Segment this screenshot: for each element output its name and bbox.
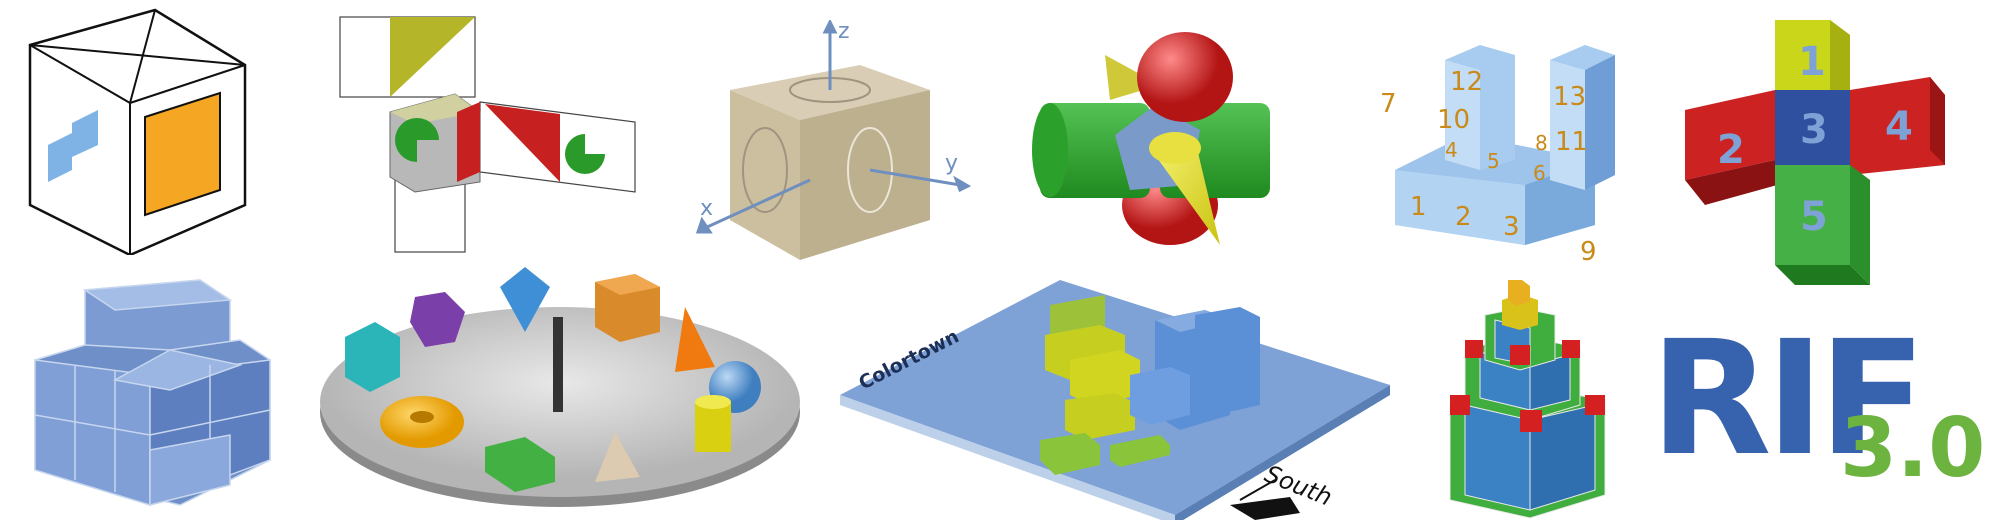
block-number: 3 [1503,212,1520,242]
red-triangle-shape [485,104,560,182]
beige-pyramid-shape [595,432,640,482]
cyan-polyhedron-shape [345,322,400,392]
center-rod-shape [553,317,563,412]
blue-octahedron-shape [500,267,550,332]
purple-polyhedron-shape [410,292,465,347]
blue-cube-stack-figure [34,279,271,507]
block-number: 1 [1410,192,1427,222]
block-number: 7 [1380,89,1397,119]
cross-number: 4 [1885,104,1913,150]
block-number: 2 [1455,202,1472,232]
olive-triangle-shape [390,17,475,97]
block-number-labels: 12 13 7 10 8 11 4 5 6 1 2 3 9 [1380,67,1597,267]
turntable-solids-figure [320,267,800,507]
green-pie-shape [395,118,439,162]
red-sphere-shape [1137,32,1233,122]
rif-logo: RIF 3.0 [1650,320,1990,510]
block-number: 6 [1533,161,1546,185]
block-number: 10 [1437,105,1470,135]
block-number: 12 [1450,67,1483,97]
z-axis-label: z [838,20,850,44]
numbered-blocks-figure: 12 13 7 10 8 11 4 5 6 1 2 3 9 [1380,45,1615,267]
block-number: 9 [1580,237,1597,267]
block-number: 4 [1445,138,1458,162]
orange-square-shape [144,91,221,217]
colortown-map-figure: Colortown South [840,280,1390,520]
orange-cube-shape [595,274,660,342]
block-number: 8 [1535,131,1548,155]
yellow-cone-shape [1155,140,1220,245]
orange-tetrahedron-shape [675,307,715,372]
blue-tile-shape [72,110,98,157]
block-number: 5 [1487,149,1500,173]
cross-number: 5 [1800,194,1828,240]
cube-net-figure [339,16,636,253]
blue-tile-shape [48,133,72,182]
voxel-tower-figure [1449,280,1606,519]
block-number: 13 [1553,82,1586,112]
x-axis-label: x [700,196,713,221]
axes-cube-figure: z y x [695,20,972,260]
building-blocks [1040,295,1260,475]
tower-top-blocks [1502,280,1538,330]
block-number: 11 [1555,127,1588,157]
green-pie-shape [565,134,605,174]
green-cylinder-shape [1040,103,1150,198]
red-triangle-shape [457,102,480,182]
yellow-cylinder-shape [695,402,731,452]
rif-version-text: 3.0 [1840,401,1986,496]
y-axis-label: y [945,151,958,176]
numbered-cross-figure: 1 2 3 4 5 [1685,20,1945,285]
cross-number: 2 [1717,127,1745,173]
wireframe-box-figure [28,8,247,255]
cross-number: 1 [1798,39,1826,85]
cross-number: 3 [1800,107,1828,153]
green-box-shape [485,437,555,492]
rif-logo-text: RIF [1650,307,1926,491]
solids-cluster-figure [1032,32,1270,245]
